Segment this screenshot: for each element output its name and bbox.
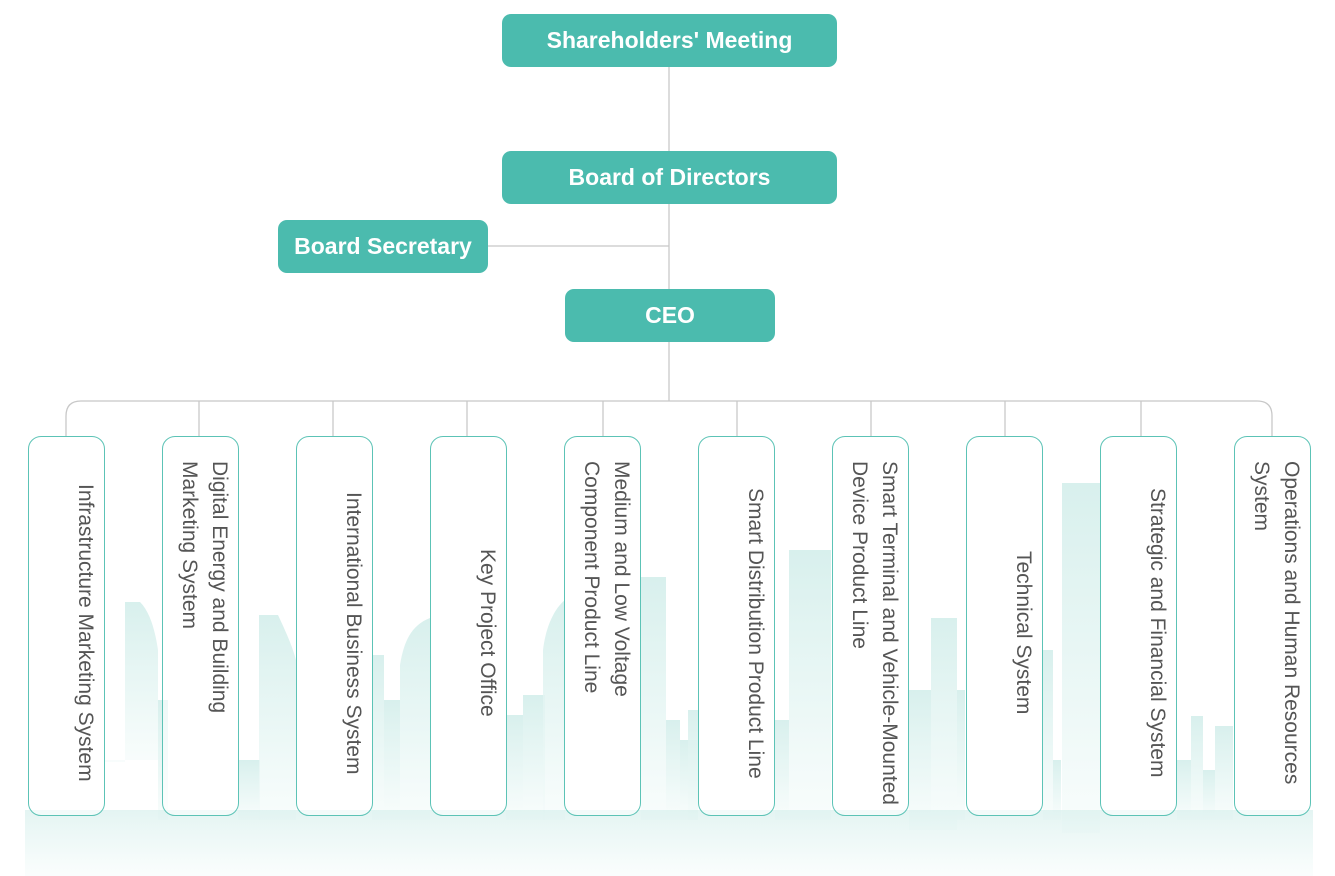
- dept-label: Strategic and Financial System: [1146, 488, 1169, 778]
- dept-key-project-office: Key Project Office: [430, 436, 507, 816]
- ceo-box: CEO: [565, 289, 775, 342]
- board-secretary-label: Board Secretary: [294, 233, 472, 259]
- dept-operations-hr: Operations and Human Resources System: [1234, 436, 1311, 816]
- dept-infrastructure-marketing: Infrastructure Marketing System: [28, 436, 105, 816]
- dept-label: Smart Distribution Product Line: [744, 487, 767, 779]
- ceo-label: CEO: [645, 302, 695, 328]
- dept-international-business: International Business System: [296, 436, 373, 816]
- dept-digital-energy-building-marketing: Digital Energy and Building Marketing Sy…: [162, 436, 239, 816]
- dept-label: Technical System: [1012, 551, 1035, 715]
- dept-label: Smart Terminal and Vehicle-Mounted Devic…: [848, 461, 901, 805]
- shareholders-meeting-label: Shareholders' Meeting: [546, 27, 793, 53]
- shareholders-meeting-box: Shareholders' Meeting: [502, 14, 837, 67]
- dept-label: International Business System: [342, 491, 365, 775]
- dept-label: Key Project Office: [476, 549, 499, 717]
- dept-medium-low-voltage: Medium and Low Voltage Component Product…: [564, 436, 641, 816]
- dept-label: Infrastructure Marketing System: [74, 484, 97, 782]
- dept-smart-terminal-vehicle: Smart Terminal and Vehicle-Mounted Devic…: [832, 436, 909, 816]
- dept-label: Digital Energy and Building Marketing Sy…: [178, 461, 231, 714]
- board-of-directors-box: Board of Directors: [502, 151, 837, 204]
- dept-technical-system: Technical System: [966, 436, 1043, 816]
- dept-strategic-financial: Strategic and Financial System: [1100, 436, 1177, 816]
- dept-smart-distribution: Smart Distribution Product Line: [698, 436, 775, 816]
- board-secretary-box: Board Secretary: [278, 220, 488, 273]
- board-of-directors-label: Board of Directors: [568, 164, 771, 190]
- dept-label: Medium and Low Voltage Component Product…: [580, 461, 633, 697]
- dept-label: Operations and Human Resources System: [1250, 461, 1303, 785]
